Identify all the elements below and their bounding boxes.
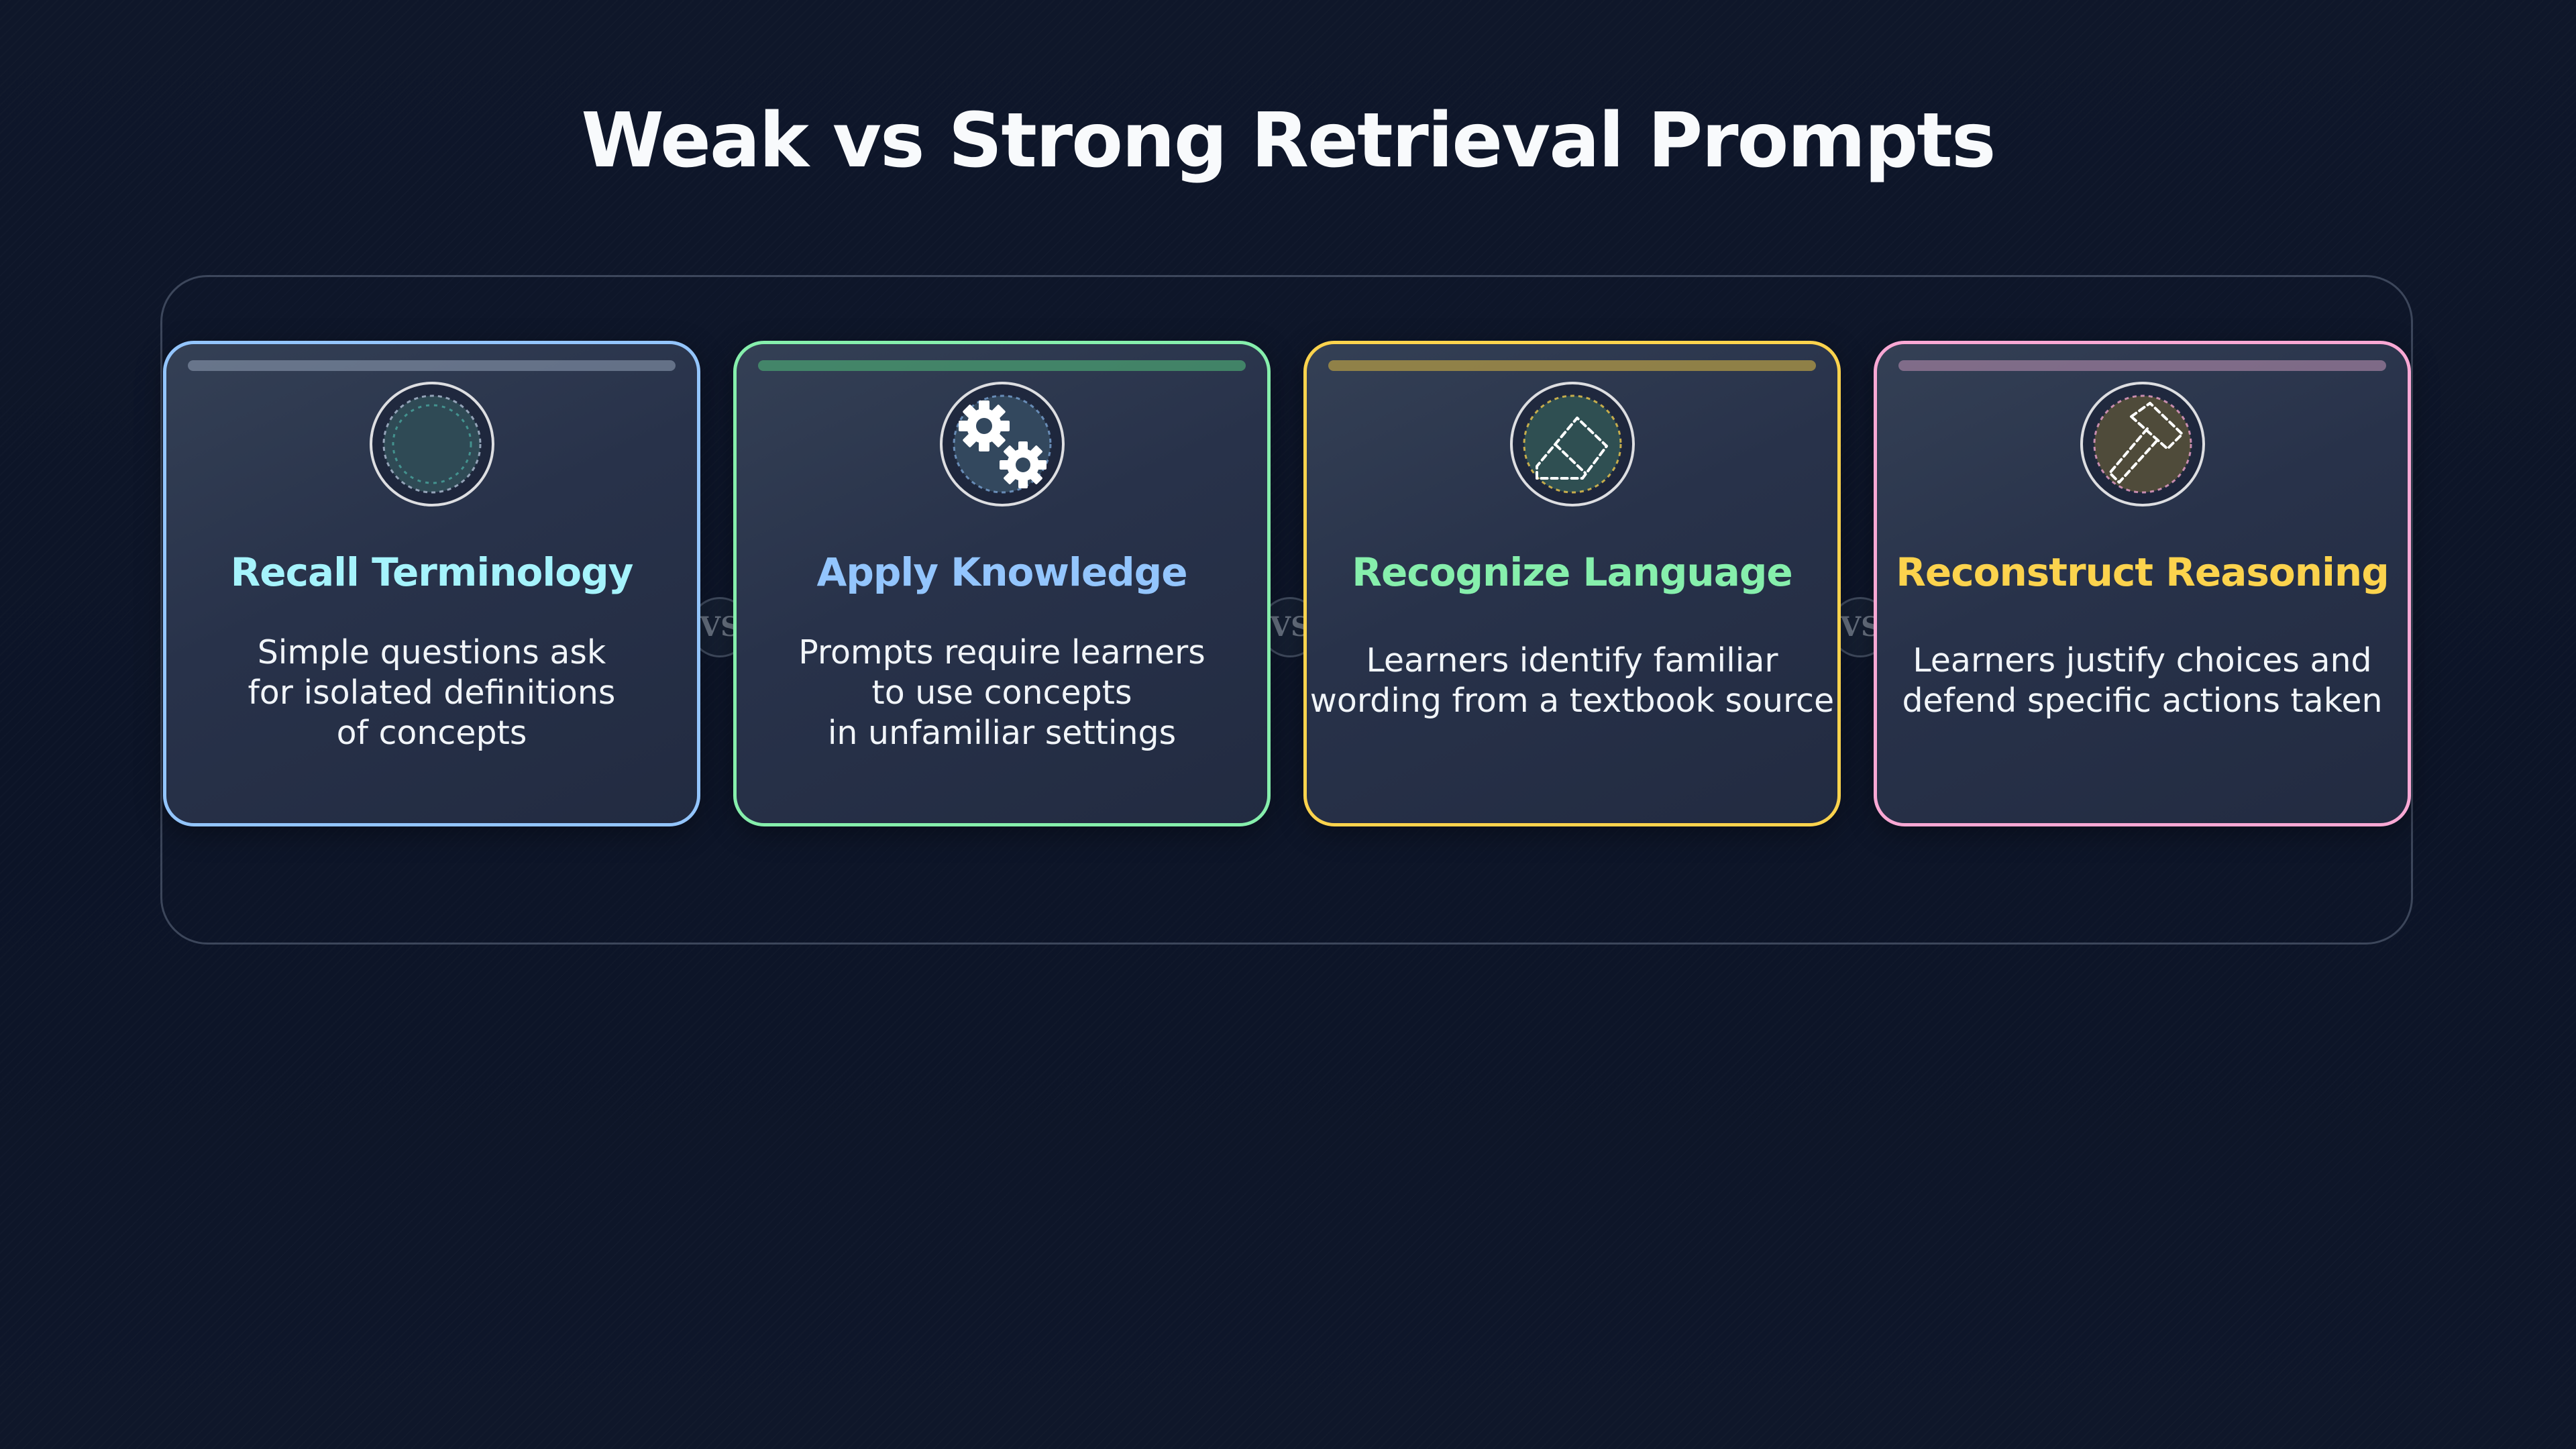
dotted-circle-icon: [369, 382, 494, 506]
card-description: Learners identify familiar wording from …: [1307, 641, 1837, 721]
card-description-line: defend specific actions taken: [1902, 682, 2383, 720]
card-accent-bar: [1328, 360, 1816, 371]
card-apply-knowledge[interactable]: Apply Knowledge Prompts require learners…: [733, 341, 1271, 826]
card-description-line: Learners identify familiar: [1366, 641, 1778, 680]
card-description-line: in unfamiliar settings: [827, 714, 1177, 752]
card-description-line: to use concepts: [871, 674, 1132, 712]
card-title: Recall Terminology: [230, 549, 634, 595]
eraser-icon: [1509, 382, 1635, 506]
card-title: Reconstruct Reasoning: [1896, 549, 2389, 595]
card-description-line: for isolated definitions: [248, 674, 616, 712]
card-description-line: Simple questions ask: [257, 633, 606, 672]
card-reconstruct-reasoning[interactable]: Reconstruct Reasoning Learners justify c…: [1874, 341, 2411, 826]
card-description: Simple questions ask for isolated defini…: [166, 633, 697, 753]
card-description-line: Prompts require learners: [798, 633, 1205, 672]
card-description: Learners justify choices and defend spec…: [1877, 641, 2408, 721]
card-description: Prompts require learners to use concepts…: [737, 633, 1267, 753]
card-accent-bar: [1898, 360, 2386, 371]
card-recognize-language[interactable]: Recognize Language Learners identify fam…: [1303, 341, 1841, 826]
card-description-line: Learners justify choices and: [1913, 641, 2372, 680]
page-title: Weak vs Strong Retrieval Prompts: [581, 97, 1996, 184]
card-accent-bar: [188, 360, 676, 371]
card-title: Apply Knowledge: [816, 549, 1187, 595]
card-accent-bar: [758, 360, 1246, 371]
card-description-line: wording from a textbook source: [1309, 682, 1835, 720]
card-recall-terminology[interactable]: Recall Terminology Simple questions ask …: [163, 341, 700, 826]
card-description-line: of concepts: [336, 714, 527, 752]
gears-icon: [939, 382, 1065, 506]
card-title: Recognize Language: [1352, 549, 1792, 595]
hammer-icon: [2080, 382, 2205, 506]
